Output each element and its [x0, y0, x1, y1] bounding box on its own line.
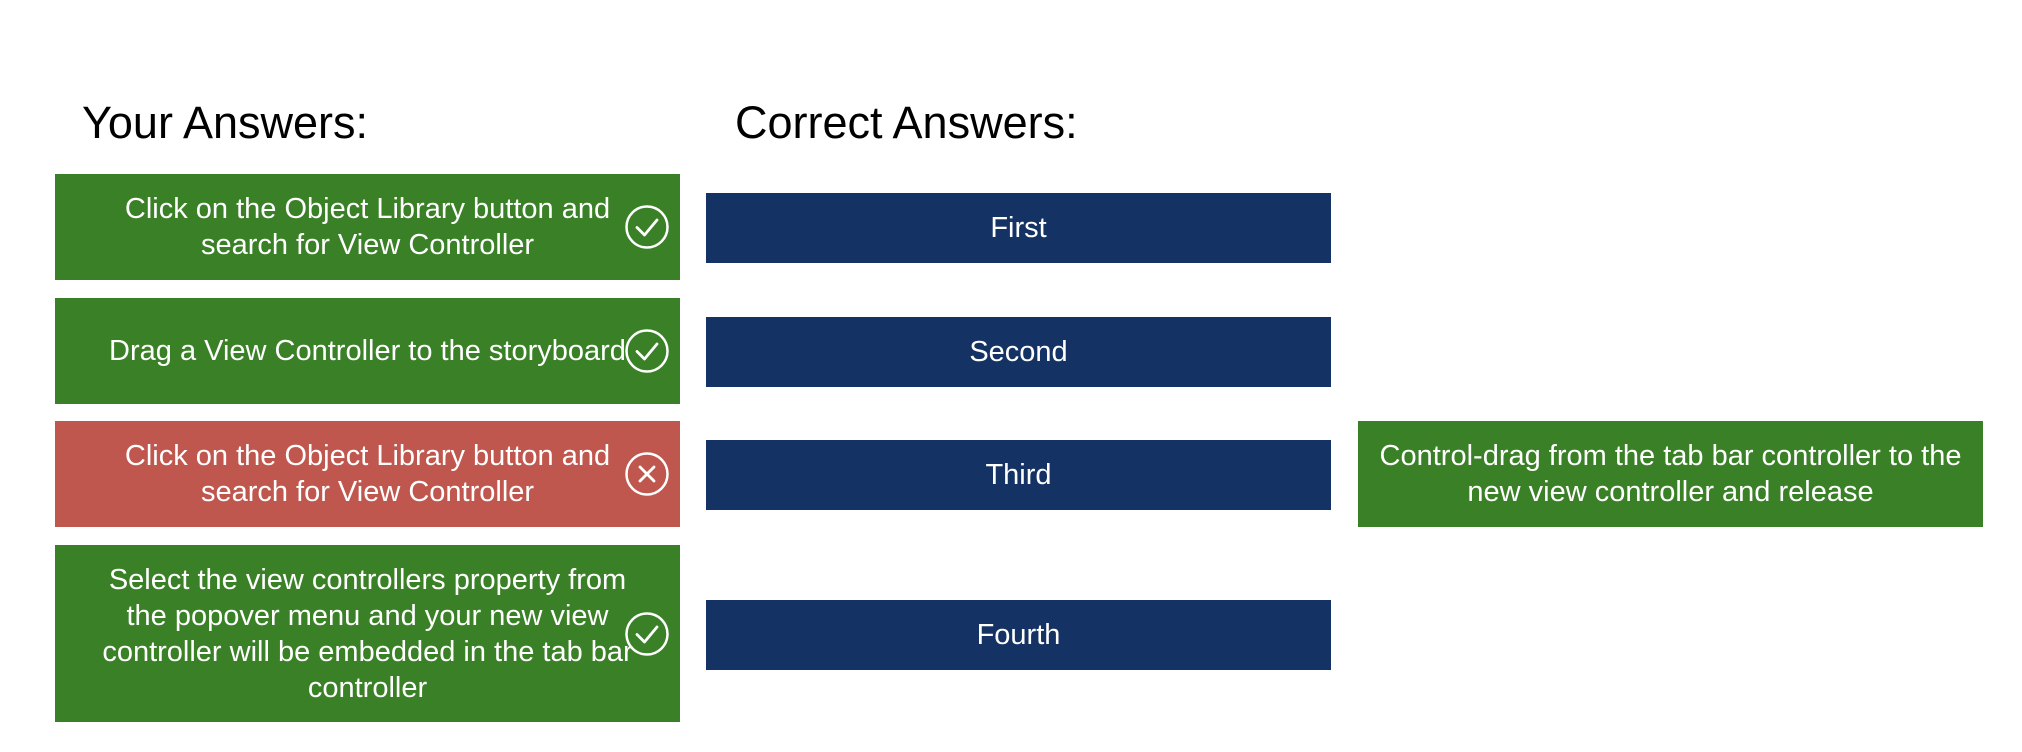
check-circle-icon [624, 204, 670, 250]
slot-second: Second [706, 317, 1331, 387]
slot-third: Third [706, 440, 1331, 510]
your-answer-4-text: Select the view controllers property fro… [102, 563, 633, 704]
your-answer-1-text: Click on the Object Library button and s… [124, 193, 611, 261]
your-answer-3-text: Click on the Object Library button and s… [124, 440, 611, 508]
correct-answers-heading: Correct Answers: [735, 97, 1078, 148]
unplaced-answer-text: Control-drag from the tab bar controller… [1379, 440, 1962, 508]
your-answer-1: Click on the Object Library button and s… [55, 174, 680, 280]
your-answer-2-text: Drag a View Controller to the storyboard [109, 335, 626, 367]
your-answer-4: Select the view controllers property fro… [55, 545, 680, 722]
check-circle-icon [624, 611, 670, 657]
check-circle-icon [624, 328, 670, 374]
your-answer-3: Click on the Object Library button and s… [55, 421, 680, 527]
x-circle-icon [624, 451, 670, 497]
slot-fourth: Fourth [706, 600, 1331, 670]
your-answers-heading: Your Answers: [82, 97, 368, 148]
your-answer-2: Drag a View Controller to the storyboard [55, 298, 680, 404]
unplaced-answer: Control-drag from the tab bar controller… [1358, 421, 1983, 527]
slot-first: First [706, 193, 1331, 263]
